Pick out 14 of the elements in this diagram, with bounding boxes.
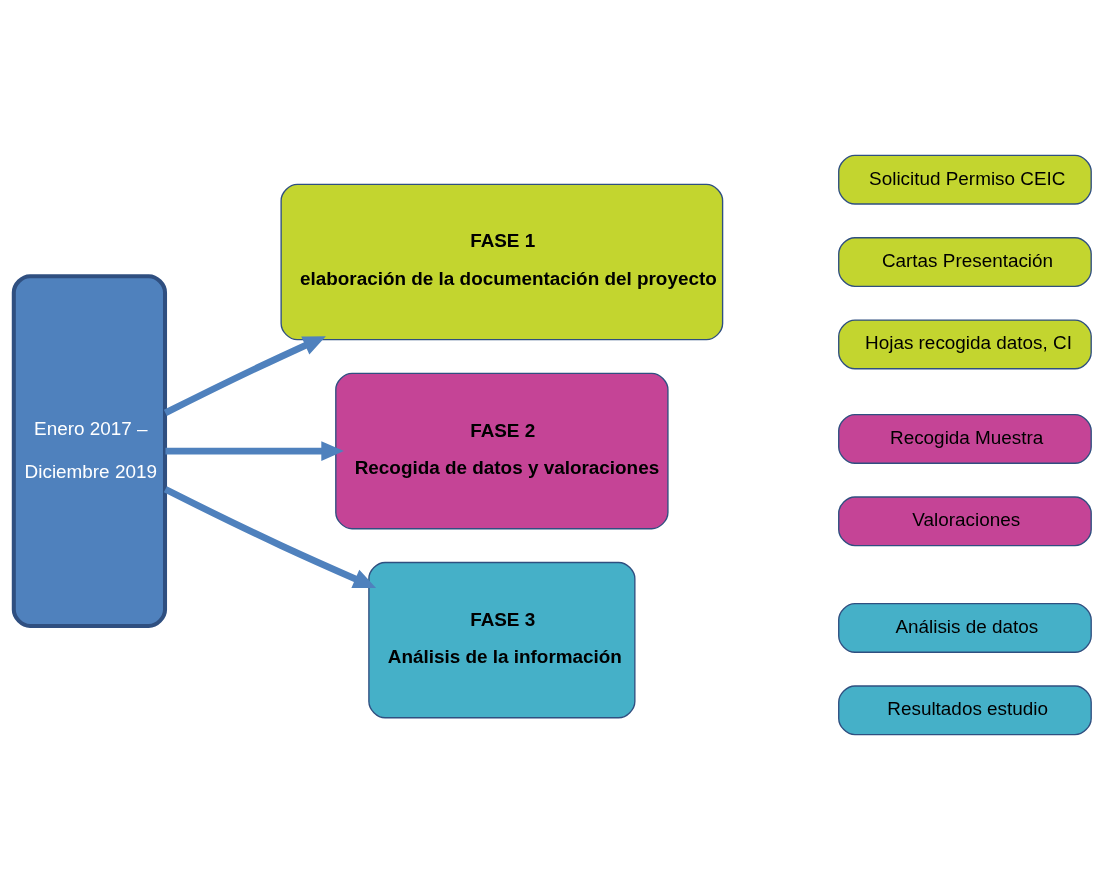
arrow	[163, 486, 377, 588]
node-box: FASE 1 elaboración de la documentación del proyecto	[280, 183, 724, 341]
arrow	[165, 441, 344, 461]
node-box: Hojas recogida datos, CI	[838, 319, 1092, 370]
node-box: Recogida Muestra	[838, 413, 1092, 464]
node-box: Valoraciones	[838, 496, 1092, 547]
node-box: Resultados estudio	[838, 685, 1092, 736]
node-box: FASE 2 Recogida de datos y valoraciones	[335, 372, 669, 530]
node-box: Solicitud Permiso CEIC	[838, 154, 1092, 205]
node-box: Enero 2017 – Diciembre 2019	[11, 274, 168, 628]
node-box: Análisis de datos	[838, 602, 1092, 653]
node-box: FASE 3 Análisis de la información	[368, 561, 636, 719]
arrow	[163, 336, 326, 416]
node-box: Cartas Presentación	[838, 237, 1092, 288]
